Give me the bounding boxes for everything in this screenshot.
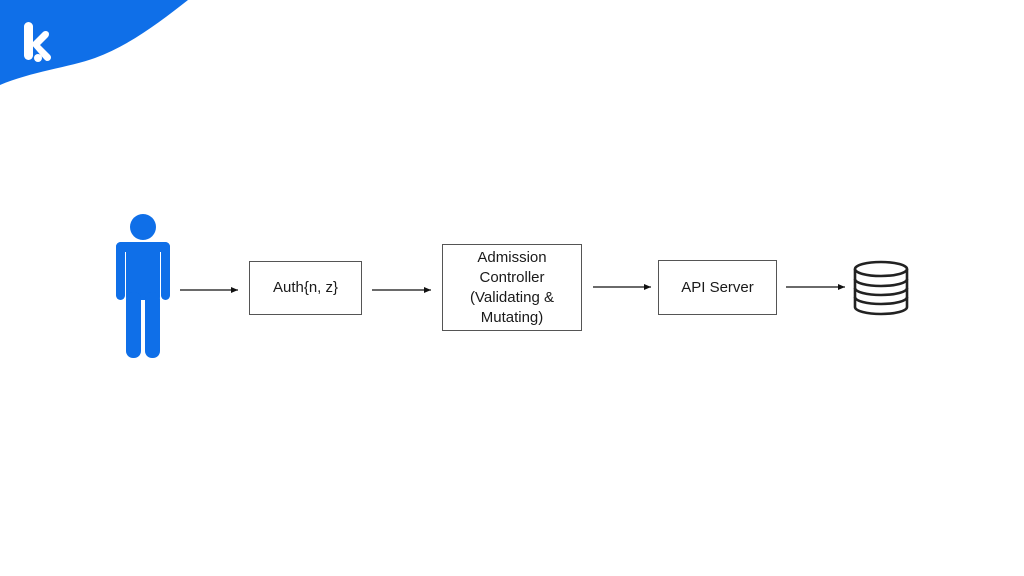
auth-box: Auth{n, z} <box>249 261 362 315</box>
admission-controller-box: Admission Controller (Validating & Mutat… <box>442 244 582 331</box>
admission-controller-label: Admission Controller (Validating & Mutat… <box>470 248 554 326</box>
api-server-box: API Server <box>658 260 777 315</box>
database-icon <box>853 260 909 316</box>
person-icon <box>116 214 170 358</box>
api-server-label: API Server <box>681 278 754 296</box>
k-logo-icon <box>0 0 188 85</box>
auth-box-label: Auth{n, z} <box>272 279 339 296</box>
